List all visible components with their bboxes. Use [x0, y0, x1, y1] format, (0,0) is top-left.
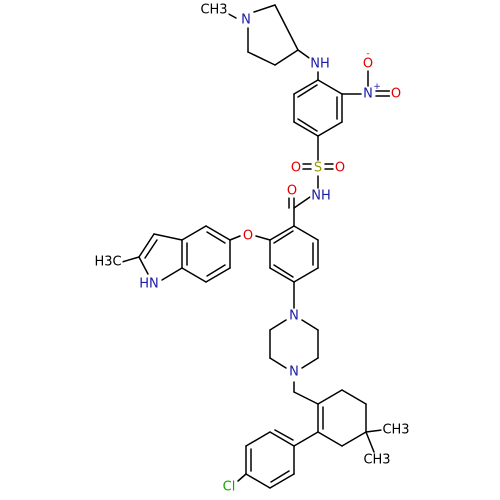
label-background	[312, 161, 324, 175]
bond	[206, 264, 226, 277]
nitro-o-top-label: O	[363, 57, 373, 72]
label-background	[288, 365, 300, 379]
bonds-layer	[121, 4, 391, 489]
label-background	[241, 229, 255, 243]
bond	[317, 431, 343, 447]
gem-methyl-bottom-label: CH3	[363, 453, 390, 468]
carbonyl-o-label: O	[287, 184, 297, 199]
bond	[317, 121, 343, 137]
bond	[301, 357, 319, 369]
label-background	[362, 87, 374, 101]
label-background	[240, 13, 252, 27]
bond	[237, 473, 247, 482]
sulfonyl-o-right-label: O	[335, 161, 345, 176]
bond	[274, 429, 294, 441]
bond	[269, 319, 287, 331]
bond	[365, 429, 383, 433]
label-background	[138, 277, 160, 291]
bond	[153, 233, 183, 241]
bond	[273, 264, 294, 278]
nitro-n-label: N	[363, 87, 373, 102]
bond	[317, 79, 343, 95]
bond	[253, 4, 276, 13]
label-background	[199, 3, 229, 17]
bond	[274, 4, 299, 51]
bond	[255, 235, 271, 241]
label-background	[221, 480, 237, 494]
bond	[293, 267, 319, 283]
bond	[274, 49, 299, 66]
bond	[301, 319, 319, 331]
label-background	[93, 255, 123, 269]
bond	[269, 267, 295, 283]
nitro-o-right-label: O	[391, 87, 401, 102]
piperazine-n-bottom-label: N	[289, 365, 299, 380]
label-background	[289, 161, 303, 175]
bond	[181, 267, 207, 283]
bond	[269, 473, 295, 489]
nitro-minus-label: -	[366, 49, 369, 59]
bond	[138, 256, 149, 275]
bond	[297, 84, 318, 98]
bond	[206, 231, 226, 244]
bond	[269, 225, 295, 241]
bond	[247, 51, 276, 66]
label-background	[310, 189, 332, 203]
bond	[317, 389, 343, 405]
pip-n-label: N	[241, 13, 251, 28]
bond	[181, 225, 207, 241]
bond	[161, 267, 183, 281]
bond	[269, 431, 295, 447]
label-background	[309, 57, 331, 71]
bond	[297, 118, 318, 132]
label-background	[288, 309, 300, 323]
bond	[293, 196, 311, 209]
bond	[293, 225, 319, 241]
bond	[229, 235, 241, 241]
bond	[270, 470, 290, 483]
bond	[273, 230, 294, 244]
label-background	[361, 57, 375, 71]
ether-o-label: O	[243, 229, 253, 244]
indole-nh-label: HN	[139, 277, 159, 292]
bond	[293, 121, 319, 137]
bond	[341, 389, 367, 405]
sulfonyl-o-left-label: O	[291, 161, 301, 176]
bond	[293, 79, 319, 95]
bond	[245, 473, 271, 489]
atom-labels-layer: CH3 N NH N + O - O S O O NH O O H3C HN N…	[93, 3, 411, 495]
label-background	[389, 87, 403, 101]
bond	[293, 391, 319, 405]
bond	[138, 233, 155, 258]
bond	[121, 256, 140, 263]
pip-methyl-label: CH3	[200, 3, 227, 18]
bond	[341, 431, 367, 447]
label-background	[285, 184, 299, 198]
bond	[245, 431, 271, 447]
bond	[269, 357, 287, 369]
label-background	[381, 423, 411, 437]
sulfonyl-s-label: S	[314, 161, 322, 176]
bond	[205, 225, 231, 241]
bond	[365, 431, 375, 453]
piperazine-n-top-label: N	[289, 309, 299, 324]
nitro-plus-label: +	[373, 82, 381, 92]
bond	[144, 239, 158, 259]
bond	[293, 431, 319, 447]
amide-nh-label: NH	[311, 189, 331, 204]
gem-methyl-top-label: CH3	[382, 423, 409, 438]
chloro-label: Cl	[223, 480, 236, 495]
label-background	[333, 161, 347, 175]
indole-methyl-label: H3C	[94, 255, 121, 270]
bond	[205, 267, 231, 283]
nh-label: NH	[310, 57, 330, 72]
label-background	[362, 453, 392, 467]
